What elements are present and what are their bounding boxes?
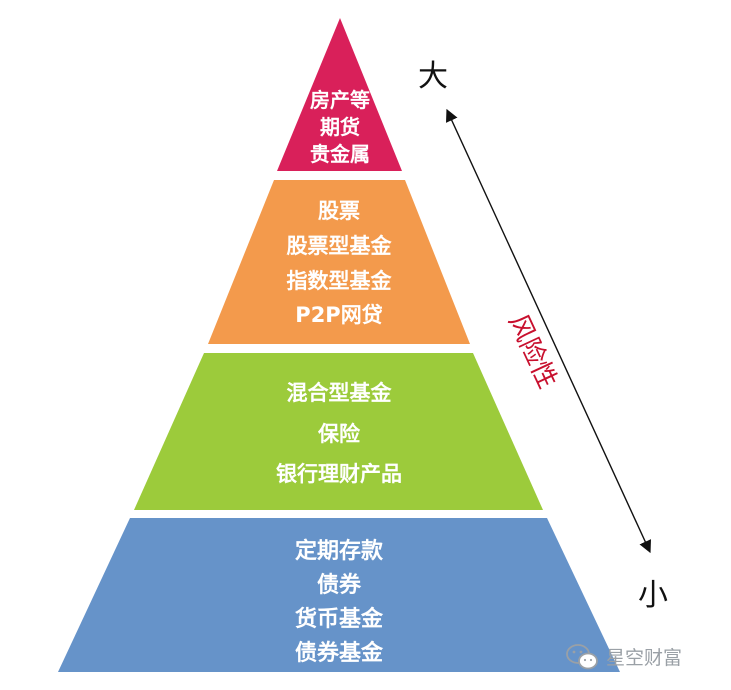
risk-axis-bottom-label: 小 — [638, 578, 668, 613]
tier-3-line-2: 保险 — [317, 422, 361, 446]
tier-1-line-1: 房产等 — [310, 88, 370, 112]
pyramid-tier-2: 股票 股票型基金 指数型基金 P2P网贷 — [208, 180, 470, 344]
tier-2-line-2: 股票型基金 — [287, 234, 393, 258]
watermark-text: 星空财富 — [606, 647, 682, 669]
tier-3-line-1: 混合型基金 — [287, 381, 393, 405]
tier-2-line-4: P2P网贷 — [295, 303, 382, 327]
pyramid-tier-4: 定期存款 债券 货币基金 债券基金 — [58, 518, 620, 672]
tier-2-line-3: 指数型基金 — [287, 269, 393, 293]
tier-3-line-3: 银行理财产品 — [276, 462, 402, 486]
tier-4-line-2: 债券 — [317, 572, 362, 598]
watermark: 星空财富 — [566, 644, 682, 670]
tier-1-line-3: 贵金属 — [310, 142, 370, 166]
tier-4-shape — [58, 518, 620, 672]
tier-2-line-1: 股票 — [318, 199, 360, 223]
tier-1-line-2: 期货 — [320, 115, 360, 139]
risk-axis-top-label: 大 — [418, 59, 448, 94]
tier-3-shape — [134, 353, 543, 510]
risk-axis-arrow — [446, 108, 651, 554]
wechat-icon — [566, 644, 598, 670]
tier-2-shape — [208, 180, 470, 344]
risk-axis-title: 风险性 — [502, 310, 562, 393]
tier-4-line-3: 货币基金 — [295, 606, 384, 632]
tier-4-line-1: 定期存款 — [295, 538, 384, 564]
tier-4-line-4: 债券基金 — [295, 640, 384, 666]
tier-1-shape — [277, 18, 402, 171]
pyramid-tier-3: 混合型基金 保险 银行理财产品 — [134, 353, 543, 510]
pyramid-tier-1: 房产等 期货 贵金属 — [277, 18, 402, 171]
